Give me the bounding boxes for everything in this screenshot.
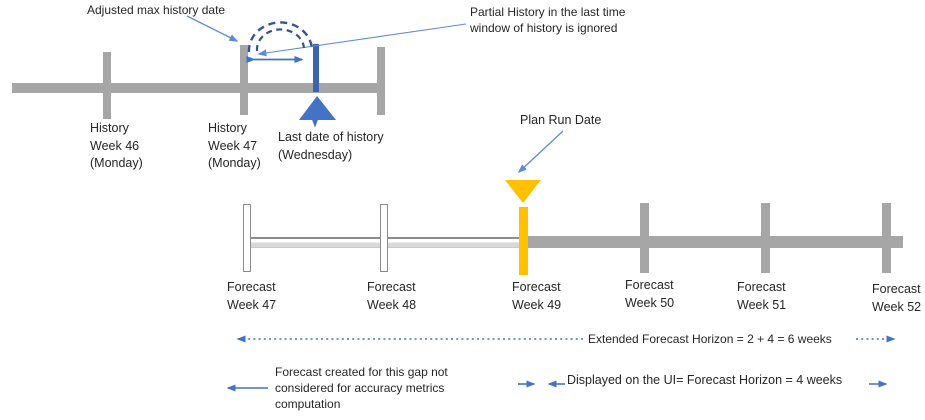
forecast-week52-label-line1: Forecast <box>872 282 921 296</box>
forecast-week47-label-line1: Forecast <box>227 280 276 294</box>
forecast-week50-tick <box>640 203 649 273</box>
gap-note-line3: computation <box>275 397 341 411</box>
forecast-timeline-bar <box>523 236 903 248</box>
history-week47-label: History Week 47 (Monday) <box>208 120 261 173</box>
last-date-of-history-label: Last date of history (Wednesday) <box>278 129 384 164</box>
history-week47-tick <box>240 45 248 115</box>
adjusted-max-history-label: Adjusted max history date <box>87 3 226 17</box>
forecast-week50-label: Forecast Week 50 <box>625 277 674 312</box>
forecast-week47-label: Forecast Week 47 <box>227 279 276 314</box>
forecast-week51-label-line1: Forecast <box>737 280 786 294</box>
history-week46-label-line2: Week 46 <box>90 138 140 153</box>
history-timeline-bar <box>12 83 385 93</box>
gap-note-line2: considered for accuracy metrics <box>275 381 445 395</box>
forecast-week49-plan-run-tick <box>519 207 528 275</box>
gap-note-line1: Forecast created for this gap not <box>275 365 448 379</box>
history-week46-label-line1: History <box>90 121 129 135</box>
forecast-week51-tick <box>761 203 770 273</box>
displayed-horizon-label: Displayed on the UI= Forecast Horizon = … <box>567 373 843 387</box>
partial-history-note: Partial History in the last time window … <box>470 4 625 36</box>
forecast-week51-label: Forecast Week 51 <box>737 279 786 314</box>
history-right-tick <box>377 47 385 115</box>
partial-history-note-line2: window of history is ignored <box>470 21 618 35</box>
forecast-week47-label-line2: Week 47 <box>227 297 277 312</box>
forecast-week50-label-line1: Forecast <box>625 278 674 292</box>
forecast-week49-label-line1: Forecast <box>512 280 561 294</box>
forecast-week50-label-line2: Week 50 <box>625 295 675 310</box>
gap-note: Forecast created for this gap not consid… <box>275 364 448 412</box>
extended-horizon-label: Extended Forecast Horizon = 2 + 4 = 6 we… <box>588 332 832 346</box>
history-week47-label-line3: (Monday) <box>208 156 261 170</box>
partial-history-note-line1: Partial History in the last time <box>470 5 626 19</box>
history-week46-label-line3: (Monday) <box>90 156 143 170</box>
partial-history-arrow-icon <box>257 23 467 57</box>
plan-run-date-label: Plan Run Date <box>520 113 602 127</box>
forecast-week47-tick <box>243 204 251 272</box>
history-week47-label-line2: Week 47 <box>208 138 258 153</box>
overlap-arc-inner-icon <box>255 28 306 52</box>
forecast-week48-label-line2: Week 48 <box>367 297 417 312</box>
plan-run-marker-icon <box>505 180 541 203</box>
forecast-week49-label-line2: Week 49 <box>512 297 562 312</box>
forecast-week52-label: Forecast Week 52 <box>872 281 921 316</box>
plan-run-arrow-icon <box>517 130 564 174</box>
last-date-marker-icon <box>299 96 336 120</box>
forecast-week52-label-line2: Week 52 <box>872 299 922 314</box>
last-date-label-line1: Last date of history <box>278 130 384 144</box>
forecast-week48-label-line1: Forecast <box>367 280 416 294</box>
last-date-of-history-tick <box>313 44 319 92</box>
forecast-week48-label: Forecast Week 48 <box>367 279 416 314</box>
history-week47-label-line1: History <box>208 121 247 135</box>
forecast-week49-label: Forecast Week 49 <box>512 279 561 314</box>
overlap-arc-outer-icon <box>247 21 314 53</box>
forecast-week48-tick <box>380 204 388 272</box>
history-week46-label: History Week 46 (Monday) <box>90 120 143 173</box>
forecast-week52-tick <box>882 203 891 273</box>
last-date-label-line2: (Wednesday) <box>278 147 353 162</box>
forecast-week51-label-line2: Week 51 <box>737 297 787 312</box>
adjusted-max-arrow-icon <box>186 15 239 42</box>
history-week46-tick <box>103 52 111 119</box>
